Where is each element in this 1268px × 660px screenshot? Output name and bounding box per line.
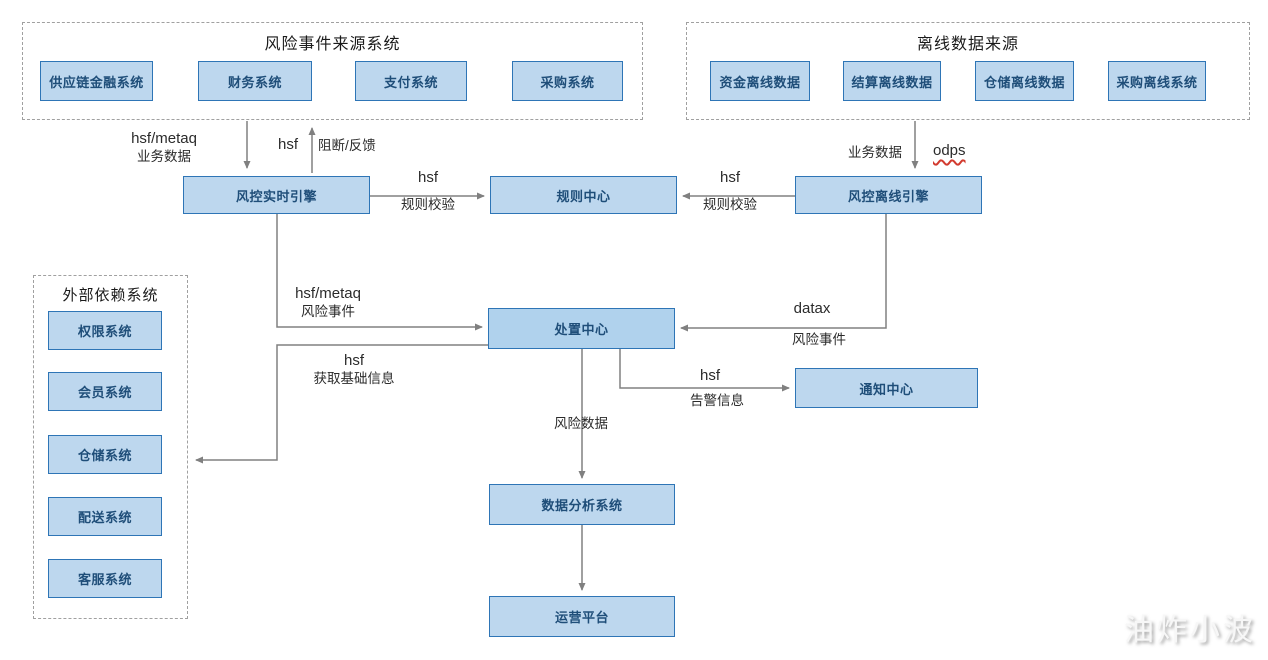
label-block-feedback-payload: 阻断/反馈	[318, 138, 376, 153]
label-payload: 规则校验	[703, 196, 757, 212]
label-payload: 规则校验	[401, 196, 455, 212]
label-offline-to-disposal-protocol: datax	[793, 300, 831, 317]
node-disposal-center: 处置中心	[488, 308, 675, 349]
node-rule-center: 规则中心	[490, 176, 677, 214]
label-protocol: hsf	[417, 169, 438, 186]
node-operation-platform: 运营平台	[489, 596, 675, 637]
panel-title: 离线数据来源	[916, 36, 1019, 53]
node-finance-system: 财务系统	[198, 61, 312, 101]
panel-risk-event-sources: 风险事件来源系统	[22, 22, 643, 120]
label-disposal-to-notify-protocol: hsf	[699, 367, 720, 384]
label-offline-input-payload: 业务数据	[848, 145, 902, 160]
node-realtime-risk-engine: 风控实时引擎	[183, 176, 370, 214]
label-payload: 业务数据	[137, 148, 191, 164]
node-warehouse-offline-data: 仓储离线数据	[975, 61, 1074, 101]
panel-offline-data-sources: 离线数据来源	[686, 22, 1250, 120]
label-offline-input-odps: odps	[933, 142, 966, 159]
node-customer-service-system: 客服系统	[48, 559, 162, 598]
node-settlement-offline-data: 结算离线数据	[843, 61, 941, 101]
node-procurement-offline-system: 采购离线系统	[1108, 61, 1206, 101]
label-risk-data: 风险数据	[554, 416, 608, 431]
node-supply-chain-finance: 供应链金融系统	[40, 61, 153, 101]
label-offline-to-rule: hsf 规则校验	[687, 169, 773, 214]
node-warehouse-system: 仓储系统	[48, 435, 162, 474]
panel-external-dependencies: 外部依赖系统	[33, 275, 188, 619]
label-offline-to-disposal-payload: 风险事件	[792, 332, 846, 347]
node-fund-offline-data: 资金离线数据	[710, 61, 810, 101]
node-permission-system: 权限系统	[48, 311, 162, 350]
label-realtime-to-disposal: hsf/metaq 风险事件	[278, 285, 378, 321]
label-protocol: hsf	[719, 169, 740, 186]
label-disposal-to-external: hsf 获取基础信息	[300, 352, 408, 388]
node-member-system: 会员系统	[48, 372, 162, 411]
node-notify-center: 通知中心	[795, 368, 978, 408]
watermark: 油炸小波	[1124, 614, 1256, 647]
panel-title: 风险事件来源系统	[264, 36, 401, 53]
label-disposal-to-notify-payload: 告警信息	[690, 393, 744, 408]
node-offline-risk-engine: 风控离线引擎	[795, 176, 982, 214]
node-payment-system: 支付系统	[355, 61, 467, 101]
label-source-to-realtime: hsf/metaq 业务数据	[108, 130, 220, 166]
label-protocol: hsf	[343, 352, 364, 369]
panel-title: 外部依赖系统	[62, 287, 159, 304]
label-protocol: hsf/metaq	[131, 130, 197, 147]
label-protocol: hsf/metaq	[295, 285, 361, 302]
label-payload: 风险事件	[301, 303, 355, 319]
node-delivery-system: 配送系统	[48, 497, 162, 536]
label-realtime-to-rule: hsf 规则校验	[385, 169, 471, 214]
label-block-feedback-protocol: hsf	[278, 136, 299, 153]
node-data-analysis-system: 数据分析系统	[489, 484, 675, 525]
node-procurement-system: 采购系统	[512, 61, 623, 101]
label-payload: 获取基础信息	[313, 370, 395, 386]
